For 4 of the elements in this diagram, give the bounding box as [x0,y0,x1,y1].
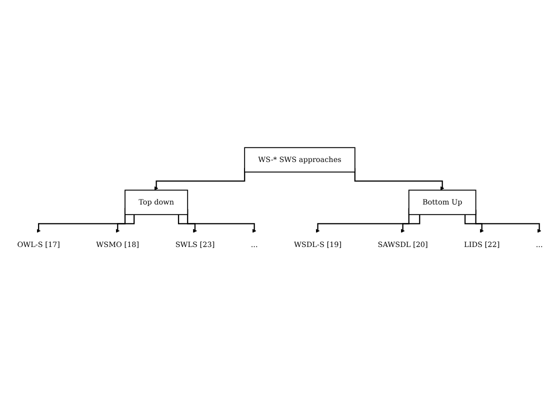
arrow [464,214,484,233]
arrow [178,214,197,233]
arrow [116,214,135,233]
arrow [400,214,420,233]
